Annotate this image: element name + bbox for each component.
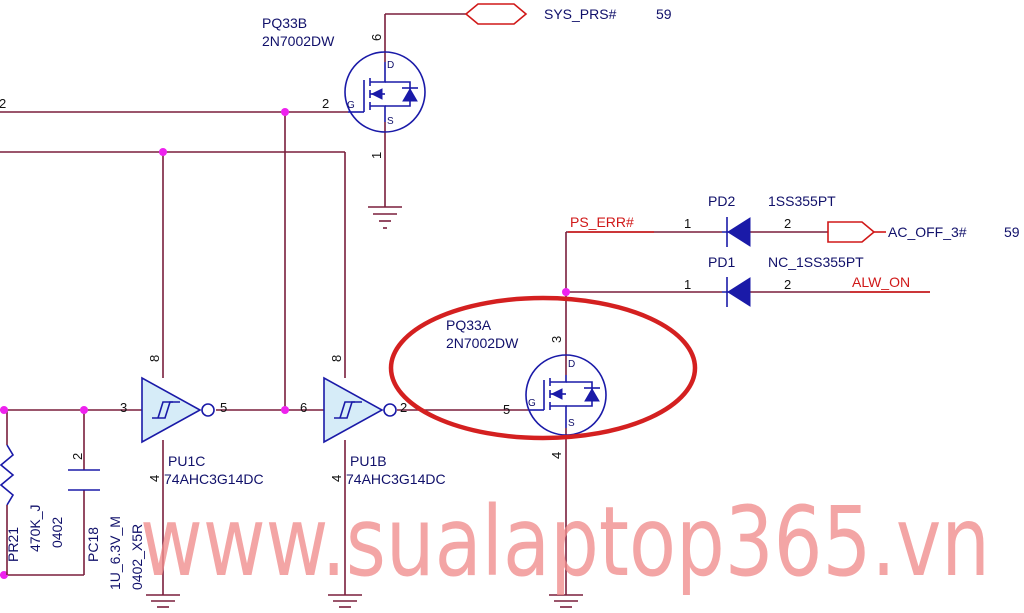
ref-label: PQ33B (262, 15, 307, 31)
watermark-text: www.sualaptop365.vn (140, 486, 990, 598)
schmitt-icon (339, 401, 355, 419)
ref-label: PU1C (168, 453, 205, 469)
junction-dot (281, 406, 289, 414)
net-name: ALW_ON (852, 274, 910, 290)
ref-label: PC18 (85, 527, 101, 562)
mosfet-pq33a: D G S PQ33A 2N7002DW 3 5 4 (446, 317, 607, 459)
drain-letter: D (568, 359, 575, 370)
pin-number: 4 (147, 475, 162, 482)
junctions (0, 108, 570, 579)
ground-icon (146, 594, 180, 608)
ref-label: PU1B (350, 453, 387, 469)
pin-number: 2 (784, 277, 791, 292)
pin-number: 2 (322, 96, 329, 111)
pin-number: 2 (0, 96, 6, 111)
gate-letter: G (347, 100, 355, 111)
value-label: NC_1SS355PT (768, 254, 864, 270)
value-label: 2N7002DW (262, 33, 335, 49)
net-name: SYS_PRS# (544, 6, 617, 22)
body-diode-lead (385, 81, 411, 107)
ground-icon (328, 594, 362, 608)
value-label: 1U_6.3V_M (107, 516, 123, 590)
junction-dot (562, 288, 570, 296)
diode-pd2: PD2 1SS355PT 1 2 (684, 193, 836, 247)
invert-bubble (383, 403, 397, 417)
pin-number: 3 (549, 336, 564, 343)
value-label: 470K_J (27, 505, 43, 552)
pin-number: 2 (70, 453, 85, 460)
mosfet-pq33b: D G S PQ33B 2N7002DW 6 2 1 (262, 15, 426, 159)
pin-number: 1 (684, 216, 691, 231)
package-label: 0402_X5R (129, 524, 145, 590)
package-label: 0402 (49, 517, 65, 548)
source-letter: S (387, 116, 394, 127)
pin-number: 5 (503, 402, 510, 417)
arrow-icon (550, 388, 563, 400)
junction-dot (0, 406, 8, 414)
pin-number: 8 (329, 355, 344, 362)
source-letter: S (568, 418, 575, 429)
mosfet-body (525, 354, 607, 436)
ground-icon (549, 594, 583, 608)
pin-number: 4 (549, 452, 564, 459)
highlight-ellipse (388, 295, 698, 441)
inverter-pu1b: PU1B 74AHC3G14DC 6 2 8 4 (300, 355, 446, 487)
value-label: 2N7002DW (446, 335, 519, 351)
diode-pd1: PD1 NC_1SS355PT 1 2 (684, 254, 864, 307)
net-name: AC_OFF_3# (888, 224, 967, 240)
ref-label: PD1 (708, 254, 735, 270)
ref-label: PD2 (708, 193, 735, 209)
net-name: PS_ERR# (570, 214, 634, 230)
pin-number: 4 (329, 475, 344, 482)
schmitt-icon (157, 401, 173, 419)
net-flag-icon (827, 221, 876, 243)
diode-icon (727, 217, 751, 247)
capacitor-pc18: 2 PC18 1U_6.3V_M 0402_X5R (68, 453, 145, 590)
buffer-triangle (323, 376, 384, 444)
pin-number: 2 (400, 400, 407, 415)
resistor-icon (0, 444, 15, 506)
invert-bubble (201, 403, 215, 417)
net-page: 59 (1004, 224, 1020, 240)
inverter-pu1c: PU1C 74AHC3G14DC 3 5 8 4 (120, 355, 264, 487)
body-diode-icon (402, 88, 418, 102)
junction-dot (80, 406, 88, 414)
drain-lead (370, 62, 386, 83)
pin-number: 5 (220, 400, 227, 415)
body-diode-lead (566, 381, 593, 407)
net-page: 59 (656, 6, 672, 22)
net-flag-icon (464, 3, 528, 25)
pin-number: 2 (784, 216, 791, 231)
pin-number: 6 (300, 400, 307, 415)
mosfet-body (344, 51, 426, 133)
pin-number: 6 (369, 34, 384, 41)
ref-label: PR21 (5, 527, 21, 562)
pin-number: 1 (684, 277, 691, 292)
pin-number: 1 (369, 152, 384, 159)
drain-lead (550, 375, 567, 383)
junction-dot (281, 108, 289, 116)
pin-number: 8 (147, 355, 162, 362)
diode-icon (727, 277, 751, 307)
ref-label: PQ33A (446, 317, 492, 333)
source-lead (370, 105, 386, 122)
buffer-triangle (141, 376, 202, 444)
value-label: 1SS355PT (768, 193, 836, 209)
source-lead (550, 405, 567, 428)
junction-dot (159, 148, 167, 156)
body-diode-icon (584, 388, 600, 402)
value-label: 74AHC3G14DC (346, 471, 446, 487)
resistor-pr21: PR21 470K_J 0402 (0, 444, 65, 575)
junction-dot (0, 571, 8, 579)
pin-number: 3 (120, 400, 127, 415)
value-label: 74AHC3G14DC (164, 471, 264, 487)
gate-letter: G (528, 398, 536, 409)
ground-icon (368, 206, 402, 229)
arrow-icon (370, 88, 383, 100)
drain-letter: D (387, 60, 394, 71)
